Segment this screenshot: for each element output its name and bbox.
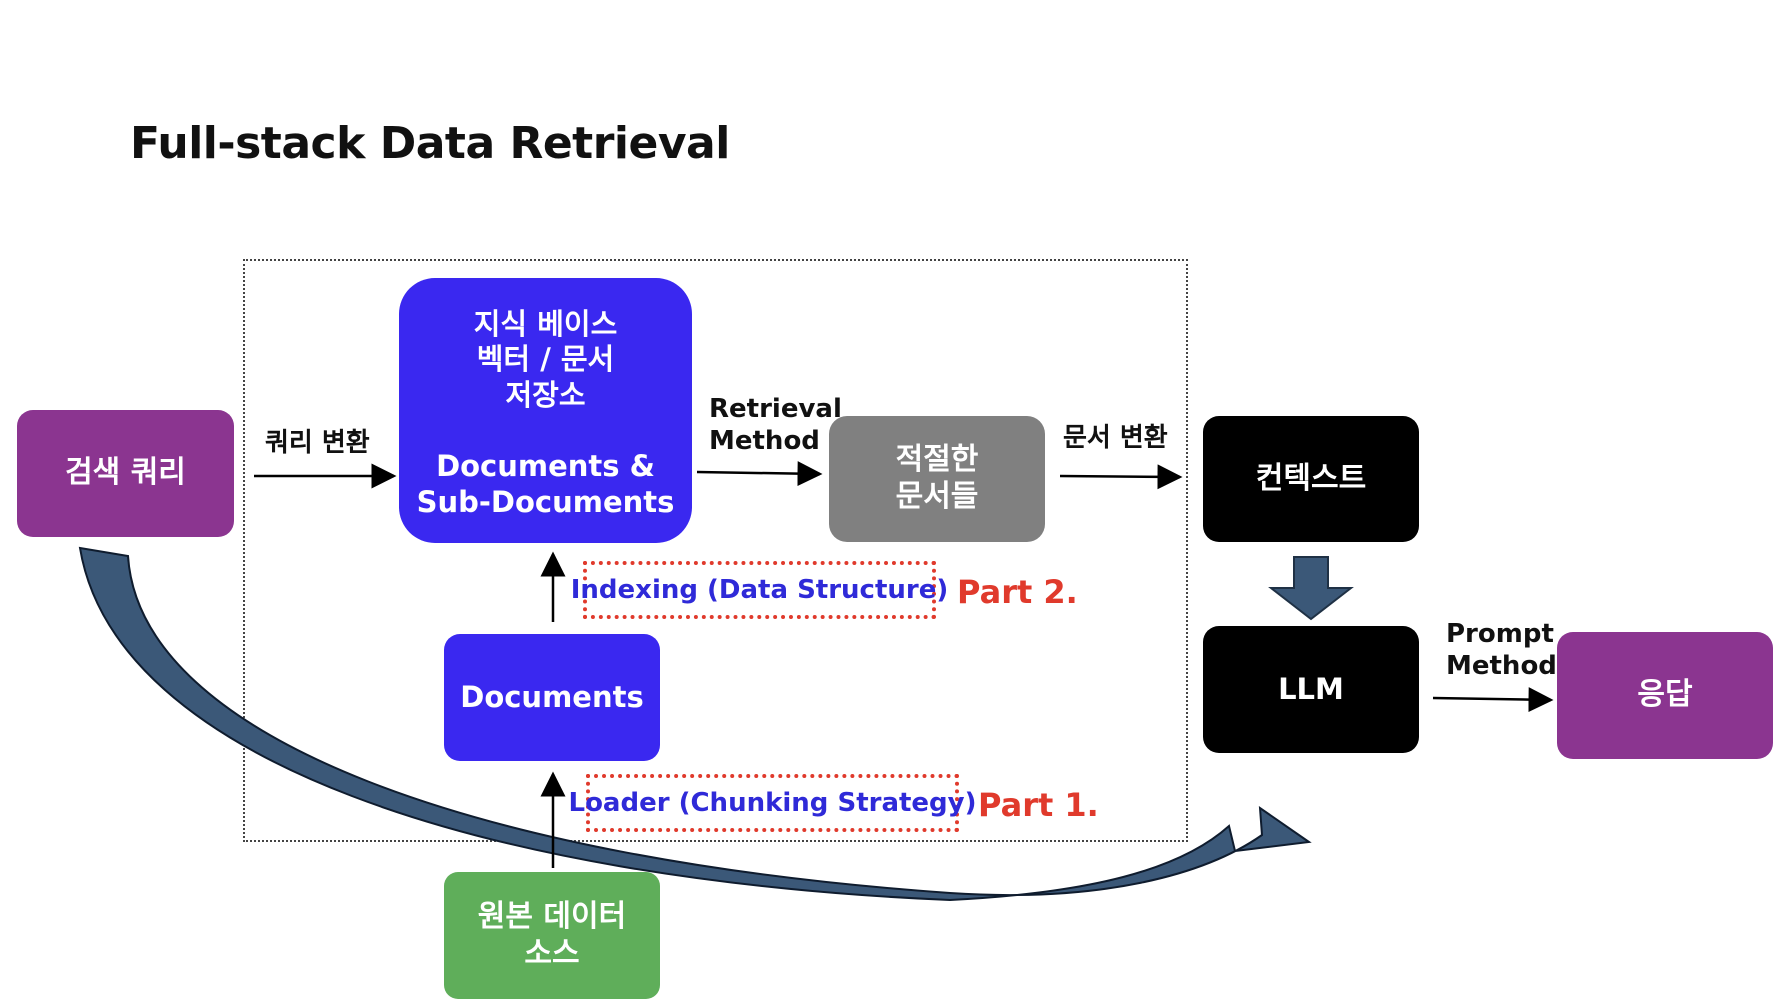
retrieval-method-line2: Method — [709, 425, 820, 456]
source-line1: 원본 데이터 — [477, 898, 627, 934]
context-node: 컨텍스트 — [1203, 416, 1419, 542]
search-query-label: 검색 쿼리 — [65, 455, 186, 491]
part1-label: Part 1. — [978, 786, 1099, 824]
doc-transform-arrow — [1059, 464, 1183, 490]
kb-label-line2: 벡터 / 문서 — [476, 342, 615, 377]
llm-node: LLM — [1203, 626, 1419, 753]
llm-label: LLM — [1278, 671, 1344, 706]
kb-label-line5: Sub-Documents — [416, 484, 675, 519]
source-data-node: 원본 데이터 소스 — [444, 872, 660, 999]
retrieval-method-line1: Retrieval — [709, 394, 842, 424]
query-to-llm-curved-arrow — [78, 546, 1312, 902]
loader-annotation: Loader (Chunking Strategy) — [569, 774, 977, 832]
source-line2: 소스 — [524, 935, 580, 971]
prompt-method-label: Prompt Method — [1446, 619, 1557, 682]
search-query-node: 검색 쿼리 — [17, 410, 234, 537]
prompt-method-arrow — [1432, 687, 1554, 713]
knowledge-base-node: 지식 베이스 벡터 / 문서 저장소 Documents & Sub-Docum… — [399, 278, 692, 543]
kb-label-line1: 지식 베이스 — [473, 307, 618, 342]
relevant-docs-line1: 적절한 — [895, 442, 979, 478]
prompt-method-line2: Method — [1446, 650, 1557, 681]
response-node: 응답 — [1557, 632, 1773, 759]
kb-label-line4: Documents & — [436, 449, 655, 484]
retrieval-method-label: Retrieval Method — [709, 394, 842, 457]
relevant-documents-node: 적절한 문서들 — [829, 416, 1045, 542]
relevant-docs-line2: 문서들 — [895, 479, 979, 514]
prompt-method-line1: Prompt — [1446, 619, 1554, 649]
diagram-title: Full-stack Data Retrieval — [130, 118, 730, 169]
response-label: 응답 — [1637, 677, 1693, 713]
retrieval-pipeline-frame — [243, 259, 1188, 842]
doc-transform-label: 문서 변환 — [1063, 423, 1168, 453]
part2-label: Part 2. — [957, 573, 1078, 611]
query-transform-label: 쿼리 변환 — [265, 428, 370, 458]
indexing-annotation: Indexing (Data Structure) — [571, 561, 948, 619]
documents-node: Documents — [444, 634, 660, 761]
loader-text: Loader (Chunking Strategy) — [568, 788, 977, 818]
context-label: 컨텍스트 — [1255, 460, 1367, 496]
context-to-llm-block-arrow — [1268, 556, 1354, 621]
kb-label-line3: 저장소 — [505, 377, 586, 412]
retrieval-method-arrow — [696, 461, 823, 487]
indexing-text: Indexing (Data Structure) — [570, 575, 949, 605]
documents-label: Documents — [460, 679, 644, 714]
